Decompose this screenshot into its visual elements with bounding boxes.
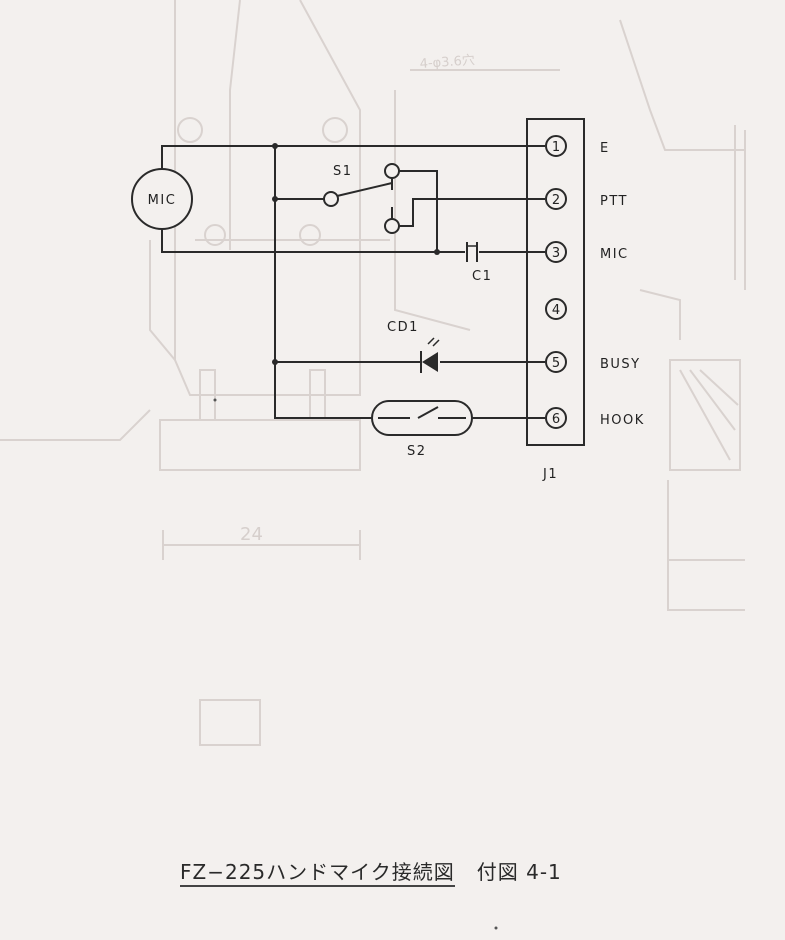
pin-signal-label: PTT [600, 194, 628, 209]
s2-label: S2 [407, 444, 427, 459]
pin-number: 3 [552, 246, 560, 261]
j1-pin-5: 5 BUSY [545, 351, 641, 373]
c1-label: C1 [472, 269, 492, 284]
wiring [161, 143, 545, 419]
pin-signal-label: BUSY [600, 357, 641, 372]
hole-spec-label: 4-φ3.6穴 [419, 53, 475, 72]
figure-caption: FZ−225ハンドマイク接続図付図 4-1 [180, 856, 780, 887]
pin-number: 1 [552, 140, 560, 155]
dim-24-label: 24 [240, 524, 263, 545]
j1-pin-2: 2 PTT [545, 188, 628, 210]
pin-number: 4 [552, 303, 560, 318]
mic-element: MIC [131, 168, 193, 230]
cd1-led: CD1 [387, 320, 440, 373]
j1-pin-6: 6 HOOK [545, 407, 645, 429]
s2-hook-switch: S2 [371, 400, 473, 459]
s1-switch: S1 [323, 163, 400, 234]
background-mechanical-drawing: 24 4-φ3.6穴 [0, 0, 746, 746]
j1-pin-3: 3 MIC [545, 241, 629, 263]
caption-title: FZ−225ハンドマイク接続図 [180, 860, 455, 887]
j1-pin-1: 1 E [545, 135, 610, 157]
pin-signal-label: HOOK [600, 413, 645, 428]
pin-number: 6 [552, 412, 560, 427]
paper-speck [494, 926, 498, 930]
paper-speck [213, 398, 217, 402]
cd1-label: CD1 [387, 320, 419, 335]
mic-element-label: MIC [148, 193, 177, 208]
pin-number: 5 [552, 356, 560, 371]
pin-signal-label: E [600, 141, 610, 156]
c1-capacitor: C1 [465, 242, 492, 284]
j1-pin-4: 4 [545, 298, 567, 320]
j1-label: J1 [542, 467, 558, 482]
s1-label: S1 [333, 164, 353, 179]
pin-signal-label: MIC [600, 247, 629, 262]
j1-connector: J1 1 E 2 PTT 3 MIC 4 5 BUSY 6 [526, 118, 645, 482]
caption-figure-number: 付図 4-1 [476, 860, 562, 884]
pin-number: 2 [552, 193, 560, 208]
